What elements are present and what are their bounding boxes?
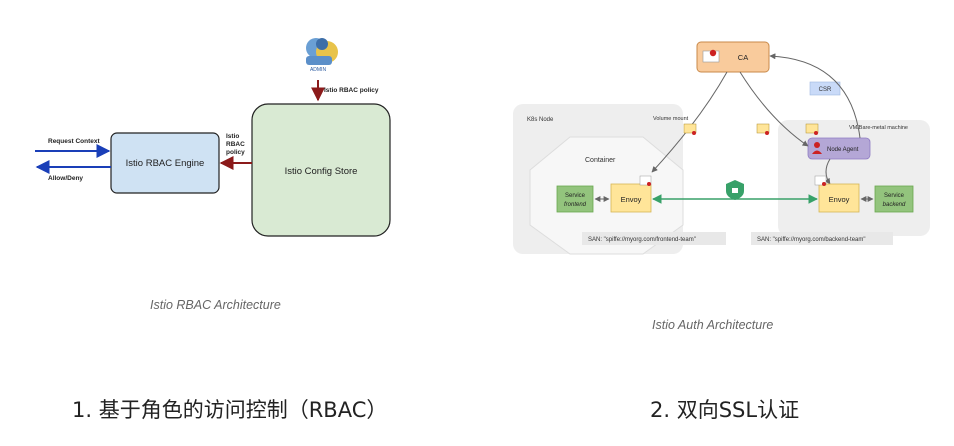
node-agent-label: Node Agent bbox=[827, 147, 859, 153]
policy-side-label-1: Istio bbox=[226, 133, 239, 140]
service-frontend-label-1: Service bbox=[565, 193, 586, 199]
certificate-icon-2 bbox=[756, 123, 770, 135]
request-context-label: Request Context bbox=[48, 138, 100, 145]
san-backend-box bbox=[751, 232, 893, 245]
ca-box bbox=[696, 41, 770, 73]
auth-caption: Istio Auth Architecture bbox=[652, 318, 774, 332]
volume-mount-label: Volume mount bbox=[653, 116, 689, 122]
ca-to-container-curve bbox=[651, 71, 728, 173]
service-frontend-box bbox=[556, 185, 594, 213]
bottom-title-left: 1. 基于角色的访问控制（RBAC） bbox=[72, 398, 388, 422]
policy-side-label-2: RBAC bbox=[226, 141, 245, 148]
bottom-title-right: 2. 双向SSL认证 bbox=[650, 398, 800, 422]
allow-deny-label: Allow/Deny bbox=[48, 175, 83, 182]
node-agent-to-ca-csr-curve bbox=[769, 53, 861, 139]
config-store-label: Istio Config Store bbox=[285, 166, 358, 177]
node-agent-box bbox=[807, 137, 871, 160]
ca-certificate-icon bbox=[702, 49, 720, 63]
envoy-right-label: Envoy bbox=[829, 195, 850, 204]
container-label: Container bbox=[585, 157, 616, 164]
policy-top-label: Istio RBAC policy bbox=[324, 87, 379, 94]
envoy-left-box bbox=[610, 183, 652, 213]
rbac-diagram: ADMIN Istio RBAC policy Istio Config Sto… bbox=[35, 38, 391, 237]
san-frontend-box bbox=[582, 232, 726, 245]
ca-label: CA bbox=[738, 53, 748, 62]
san-backend-label: SAN: "spiffe://myorg.com/backend-team" bbox=[757, 237, 866, 243]
csr-box bbox=[809, 81, 841, 96]
policy-side-label-3: policy bbox=[226, 149, 245, 156]
envoy-left-label: Envoy bbox=[621, 195, 642, 204]
service-backend-label-2: backend bbox=[883, 202, 906, 208]
node-agent-to-envoy-curve bbox=[824, 158, 831, 185]
envoy-left-cert-icon bbox=[639, 175, 652, 186]
service-backend-label-1: Service bbox=[884, 193, 905, 199]
san-frontend-label: SAN: "spiffe://myorg.com/frontend-team" bbox=[588, 237, 696, 243]
container-octagon bbox=[529, 136, 684, 255]
certificate-icon-1 bbox=[683, 123, 697, 135]
service-frontend-label-2: frontend bbox=[564, 202, 587, 208]
envoy-right-box bbox=[818, 183, 860, 213]
vm-region bbox=[778, 120, 930, 236]
admin-label: ADMIN bbox=[310, 67, 327, 73]
admin-icon bbox=[306, 38, 338, 65]
rbac-caption: Istio RBAC Architecture bbox=[150, 298, 281, 312]
certificate-icon-3 bbox=[805, 123, 819, 135]
csr-label: CSR bbox=[819, 87, 832, 93]
service-backend-box bbox=[874, 185, 914, 213]
envoy-right-cert-icon bbox=[814, 175, 827, 186]
node-agent-person-icon bbox=[812, 142, 822, 154]
rbac-engine-label: Istio RBAC Engine bbox=[126, 158, 205, 169]
auth-diagram: K8s Node Container VM/Bare-metal machine… bbox=[513, 41, 930, 255]
config-store-box bbox=[251, 103, 391, 237]
vm-label: VM/Bare-metal machine bbox=[849, 125, 908, 131]
ca-to-node-agent-curve bbox=[739, 71, 809, 147]
k8s-node-label: K8s Node bbox=[527, 117, 554, 123]
lock-icon bbox=[726, 180, 744, 200]
rbac-engine-box bbox=[110, 132, 220, 194]
